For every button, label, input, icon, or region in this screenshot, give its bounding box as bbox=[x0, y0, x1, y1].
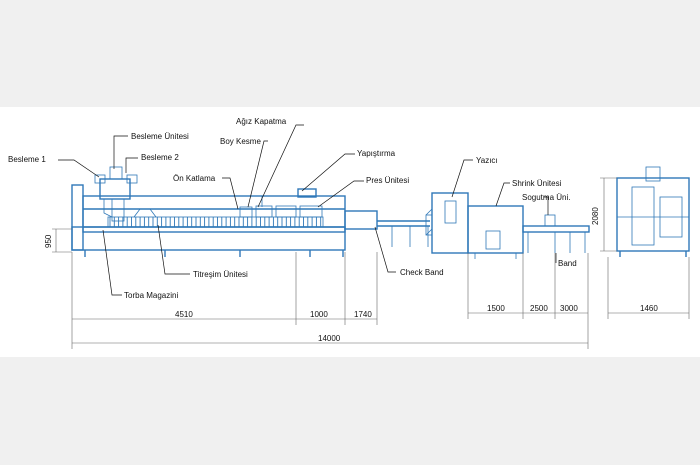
dimension-lines bbox=[52, 177, 690, 349]
dim-14000: 14000 bbox=[318, 334, 341, 343]
dim-2080: 2080 bbox=[591, 207, 600, 225]
leader-lines bbox=[58, 124, 557, 296]
dim-3000: 3000 bbox=[560, 304, 578, 313]
label-pres-unitesi: Pres Ünitesi bbox=[366, 176, 409, 185]
feeder-unit bbox=[94, 166, 138, 222]
dim-4510: 4510 bbox=[175, 310, 193, 319]
label-yapistirma: Yapıştırma bbox=[357, 149, 396, 158]
label-on-katlama: Ön Katlama bbox=[173, 174, 216, 183]
label-check-band: Check Band bbox=[400, 268, 444, 277]
label-yazici: Yazıcı bbox=[476, 156, 498, 165]
dim-1000: 1000 bbox=[310, 310, 328, 319]
shrink-unit bbox=[467, 205, 524, 259]
label-sogutma-uni: Sogutma Üni. bbox=[522, 193, 570, 202]
side-view bbox=[616, 166, 690, 257]
dim-1460: 1460 bbox=[640, 304, 658, 313]
label-boy-kesme: Boy Kesme bbox=[220, 137, 261, 146]
drawing-canvas: Besleme 1 Besleme Ünitesi Besleme 2 Ağız… bbox=[0, 107, 700, 357]
label-shrink-unitesi: Shrink Ünitesi bbox=[512, 179, 562, 188]
dim-1740: 1740 bbox=[354, 310, 372, 319]
label-besleme-2: Besleme 2 bbox=[141, 153, 179, 162]
dim-1500: 1500 bbox=[487, 304, 505, 313]
check-band-conveyor bbox=[377, 220, 430, 247]
top-units bbox=[239, 188, 323, 218]
cooling-band-unit bbox=[522, 214, 590, 253]
label-besleme-1: Besleme 1 bbox=[8, 155, 46, 164]
dim-950: 950 bbox=[44, 234, 53, 248]
printer-unit bbox=[425, 192, 469, 254]
label-titresim-unitesi: Titreşim Ünitesi bbox=[193, 270, 248, 279]
vibration-hood bbox=[133, 208, 157, 218]
machine-layout-drawing: Besleme 1 Besleme Ünitesi Besleme 2 Ağız… bbox=[8, 117, 690, 349]
label-band: Band bbox=[558, 259, 577, 268]
bag-magazine bbox=[107, 216, 324, 228]
label-torba-magazini: Torba Magazini bbox=[124, 291, 178, 300]
dim-2500: 2500 bbox=[530, 304, 548, 313]
label-agiz-kapatma: Ağız Kapatma bbox=[236, 117, 287, 126]
label-besleme-unitesi: Besleme Ünitesi bbox=[131, 132, 189, 141]
